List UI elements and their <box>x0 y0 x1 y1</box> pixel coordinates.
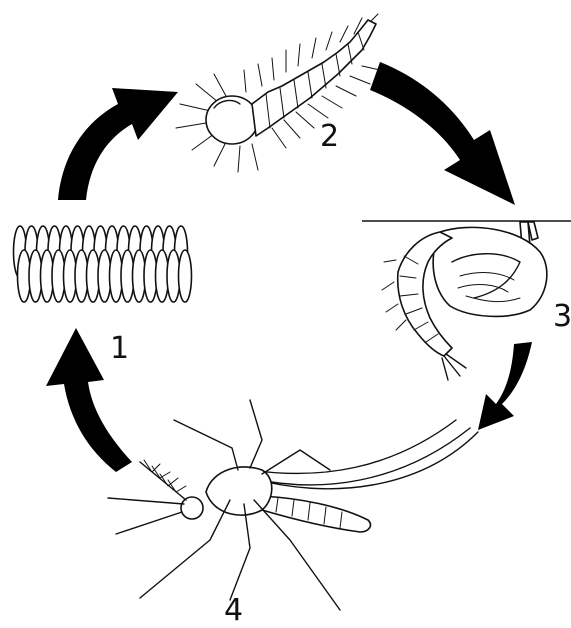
stage-label-pupa: 3 <box>553 299 571 334</box>
pupa-illustration <box>362 221 571 380</box>
stage-label-egg-raft: 1 <box>110 331 129 366</box>
egg-raft-illustration <box>14 226 192 302</box>
adult-mosquito-illustration <box>108 400 478 610</box>
stage-label-adult: 4 <box>224 593 243 628</box>
arrow-larva-to-pupa <box>370 62 515 205</box>
arrow-pupa-to-adult <box>478 342 532 430</box>
egg <box>179 250 192 302</box>
arrow-egg-to-larva <box>58 88 178 200</box>
stage-label-larva: 2 <box>320 119 339 154</box>
larva-illustration <box>176 14 380 172</box>
